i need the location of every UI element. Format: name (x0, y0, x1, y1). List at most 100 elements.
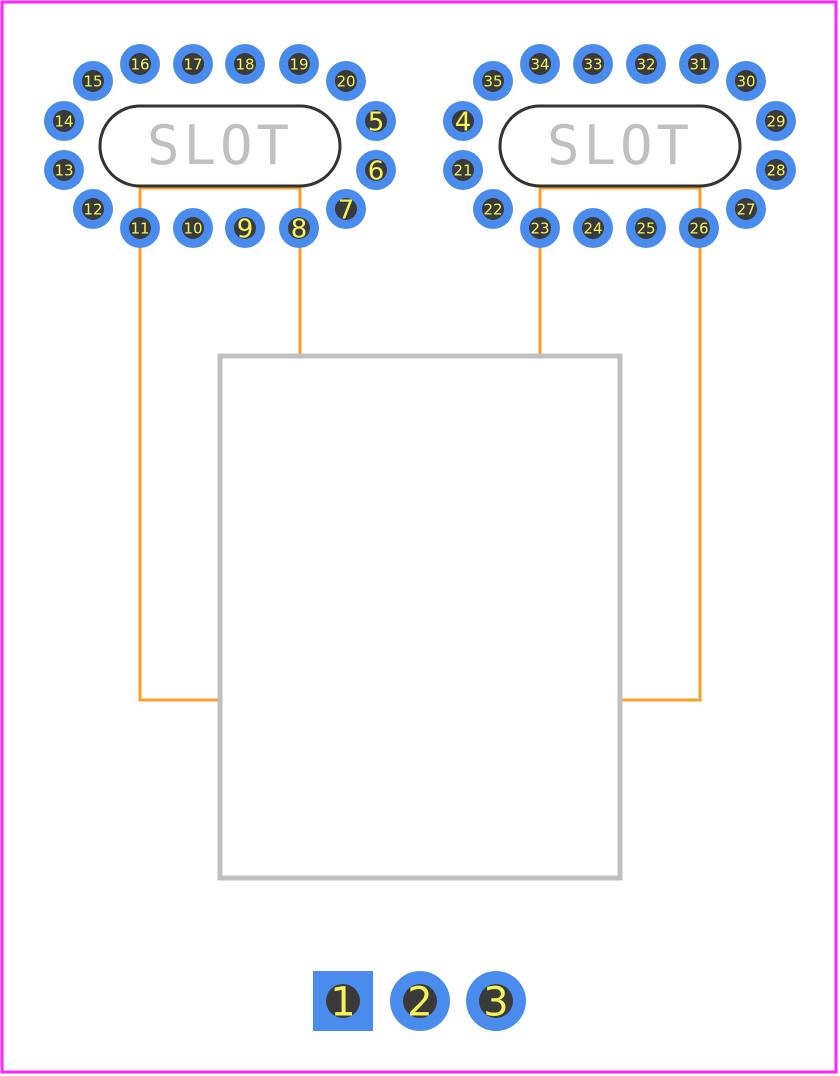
pad-12: 12 (73, 189, 113, 229)
drill-hole (582, 53, 604, 75)
traces (138, 186, 702, 702)
drill-hole (452, 110, 474, 132)
pad-number-label: 21 (453, 161, 472, 179)
slot-label-right: SLOT (547, 114, 693, 177)
pad-number-label: 10 (183, 219, 202, 237)
pad-number-label: 20 (336, 72, 355, 90)
pad-25: 25 (626, 208, 666, 248)
pad-21: 21 (443, 150, 483, 190)
drill-hole (335, 198, 357, 220)
pad-number-label: 24 (583, 219, 602, 237)
pad-number-label: 27 (736, 200, 755, 218)
drill-hole (288, 217, 310, 239)
drill-hole (635, 53, 657, 75)
pad-number-label: 25 (636, 219, 655, 237)
drill-hole (479, 984, 513, 1018)
pad-27: 27 (726, 189, 766, 229)
slot-outline-right (498, 104, 742, 188)
pad-number-label: 16 (130, 55, 149, 73)
pad-number-label: 3 (483, 979, 508, 1025)
pad-26: 26 (679, 208, 719, 248)
drill-hole (288, 53, 310, 75)
drill-hole (234, 53, 256, 75)
pad-35: 35 (473, 61, 513, 101)
pad-16: 16 (120, 44, 160, 84)
pad-number-label: 1 (330, 979, 355, 1025)
pad-number-label: 5 (368, 107, 385, 137)
pad-number-label: 34 (530, 55, 549, 73)
drill-hole (53, 110, 75, 132)
pad-number-label: 29 (766, 112, 785, 130)
drill-hole (182, 53, 204, 75)
pad-number-label: 7 (338, 195, 355, 225)
pad-20: 20 (326, 61, 366, 101)
pad-8: 8 (279, 208, 319, 248)
pad-4: 4 (443, 101, 483, 141)
pad-number-label: 14 (54, 112, 73, 130)
drill-hole (82, 70, 104, 92)
drill-hole (529, 53, 551, 75)
slot-label-left: SLOT (147, 114, 293, 177)
drill-hole (735, 198, 757, 220)
drill-hole (765, 159, 787, 181)
pad-28: 28 (756, 150, 796, 190)
pad-number-label: 30 (736, 72, 755, 90)
pad-number-label: 18 (235, 55, 254, 73)
pad-number-label: 19 (289, 55, 308, 73)
pad-9: 9 (225, 208, 265, 248)
drill-hole (182, 217, 204, 239)
drill-hole (582, 217, 604, 239)
drill-hole (688, 217, 710, 239)
pad-number-label: 32 (636, 55, 655, 73)
pad-1: 1 (313, 971, 373, 1031)
pad-number-label: 8 (291, 214, 308, 244)
pad-number-label: 17 (183, 55, 202, 73)
pad-number-label: 28 (766, 161, 785, 179)
drill-hole (688, 53, 710, 75)
pad-6: 6 (356, 150, 396, 190)
pad-18: 18 (225, 44, 265, 84)
pad-3: 3 (466, 971, 526, 1031)
drill-hole (365, 159, 387, 181)
drill-hole (403, 984, 437, 1018)
pad-7: 7 (326, 189, 366, 229)
pad-5: 5 (356, 101, 396, 141)
drill-hole (529, 217, 551, 239)
pad-10: 10 (173, 208, 213, 248)
drill-hole (482, 198, 504, 220)
pad-number-label: 9 (237, 214, 254, 244)
pad-24: 24 (573, 208, 613, 248)
drill-hole (482, 70, 504, 92)
pad-17: 17 (173, 44, 213, 84)
pad-number-label: 6 (368, 156, 385, 186)
drill-hole (53, 159, 75, 181)
pad-22: 22 (473, 189, 513, 229)
drill-hole (635, 217, 657, 239)
pad-13: 13 (44, 150, 84, 190)
pad-number-label: 26 (689, 219, 708, 237)
drill-hole (326, 984, 360, 1018)
pad-number-label: 4 (455, 107, 472, 137)
pad-31: 31 (679, 44, 719, 84)
drill-hole (129, 217, 151, 239)
pad-number-label: 15 (83, 72, 102, 90)
pad-32: 32 (626, 44, 666, 84)
drill-hole (335, 70, 357, 92)
drill-hole (452, 159, 474, 181)
pad-number-label: 35 (483, 72, 502, 90)
pad-19: 19 (279, 44, 319, 84)
drill-hole (365, 110, 387, 132)
pad-11: 11 (120, 208, 160, 248)
pad-2: 2 (390, 971, 450, 1031)
pad-15: 15 (73, 61, 113, 101)
pad-number-label: 13 (54, 161, 73, 179)
drill-hole (765, 110, 787, 132)
pad-number-label: 12 (83, 200, 102, 218)
component-body-outline (217, 353, 623, 881)
pad-34: 34 (520, 44, 560, 84)
pad-29: 29 (756, 101, 796, 141)
pad-number-label: 22 (483, 200, 502, 218)
pad-number-label: 23 (530, 219, 549, 237)
